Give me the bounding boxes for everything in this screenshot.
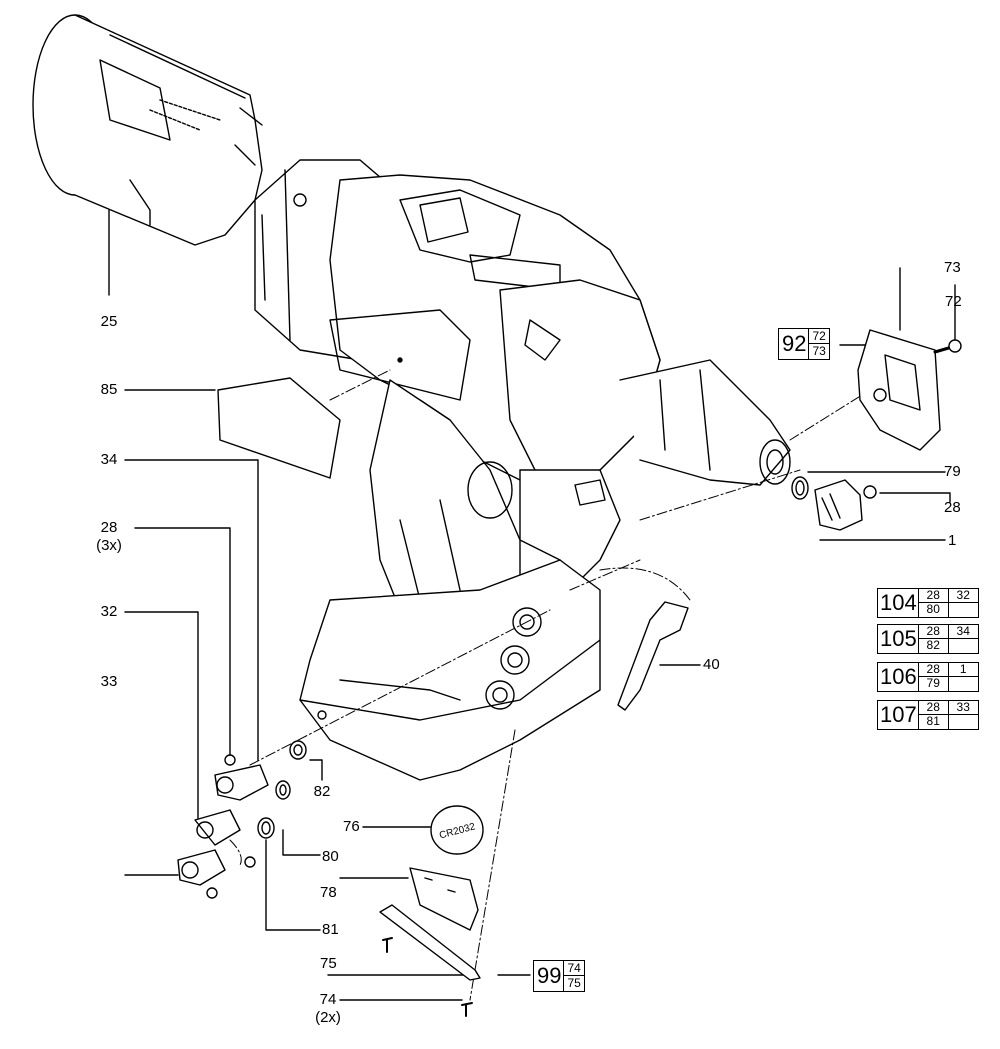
kit-105-part: 34 (947, 625, 978, 639)
kit-105-part (947, 639, 978, 653)
kit-104-part: 32 (947, 589, 978, 603)
callout-72: 72 (945, 293, 962, 310)
kit-104-id: 104 (880, 590, 917, 615)
callout-73: 73 (944, 259, 961, 276)
cover-40-drawing (617, 601, 689, 711)
callout-82: 82 (313, 783, 331, 800)
callout-33: 33 (100, 673, 118, 690)
kit-106-box: 106 28 1 79 (877, 662, 979, 692)
coin-cell-76 (430, 805, 484, 855)
callout-32: 32 (100, 603, 118, 620)
kit-92-part: 73 (812, 344, 826, 358)
circuit-board-78 (409, 867, 479, 931)
kit-99-part: 74 (564, 961, 584, 976)
callout-25: 25 (100, 313, 118, 330)
kit-107-part: 33 (947, 701, 978, 715)
fitting-1-drawing (814, 479, 863, 531)
kit-104-part: 80 (917, 603, 948, 617)
callout-75: 75 (320, 955, 337, 972)
callout-74-qty: (2x) (315, 1009, 341, 1026)
kit-105-box: 105 28 34 82 (877, 624, 979, 654)
callout-74: 74 (319, 991, 337, 1008)
ball-28-right (863, 485, 877, 499)
kit-106-part (947, 677, 978, 691)
kit-107-id: 107 (880, 702, 917, 727)
nose-plate-drawing (857, 329, 941, 451)
kit-92-id: 92 (782, 331, 807, 356)
kit-104-part: 28 (917, 589, 948, 603)
o-ring-79 (791, 476, 809, 500)
callout-28-qty: (3x) (96, 537, 122, 554)
screws-74-drawing (382, 937, 473, 1017)
callout-80: 80 (322, 848, 339, 865)
kit-106-id: 106 (880, 664, 917, 689)
kit-105-id: 105 (880, 626, 917, 651)
kit-105-part: 28 (917, 625, 948, 639)
fittings-cluster-drawing (177, 754, 269, 899)
callout-85: 85 (100, 381, 118, 398)
kit-107-part: 28 (917, 701, 948, 715)
kit-106-part: 28 (917, 663, 948, 677)
callout-79: 79 (944, 463, 961, 480)
screw-72-drawing (933, 339, 962, 354)
kit-107-box: 107 28 33 81 (877, 700, 979, 730)
callout-28: 28 (100, 519, 118, 536)
callout-28-right: 28 (944, 499, 961, 516)
kit-105-part: 82 (917, 639, 948, 653)
kit-99-id: 99 (537, 963, 562, 988)
callout-81: 81 (322, 921, 339, 938)
label-plate-drawing (217, 377, 341, 479)
callout-78: 78 (320, 884, 337, 901)
kit-92-box: 92 72 73 (778, 328, 830, 360)
callout-76: 76 (343, 818, 360, 835)
rivet-tool-body-drawing (254, 159, 791, 781)
clip-75-drawing (379, 904, 481, 981)
kit-104-part (947, 603, 978, 617)
callout-34: 34 (100, 451, 118, 468)
protective-boot-drawing (32, 14, 263, 246)
kit-107-part (947, 715, 978, 729)
kit-104-box: 104 28 32 80 (877, 588, 979, 618)
callout-1: 1 (948, 532, 957, 549)
kit-99-part: 75 (567, 976, 581, 990)
kit-99-box: 99 74 75 (533, 960, 585, 992)
callout-40: 40 (703, 656, 720, 673)
kit-106-part: 1 (947, 663, 978, 677)
kit-106-part: 79 (917, 677, 948, 691)
kit-92-part: 72 (809, 329, 829, 344)
kit-107-part: 81 (917, 715, 948, 729)
